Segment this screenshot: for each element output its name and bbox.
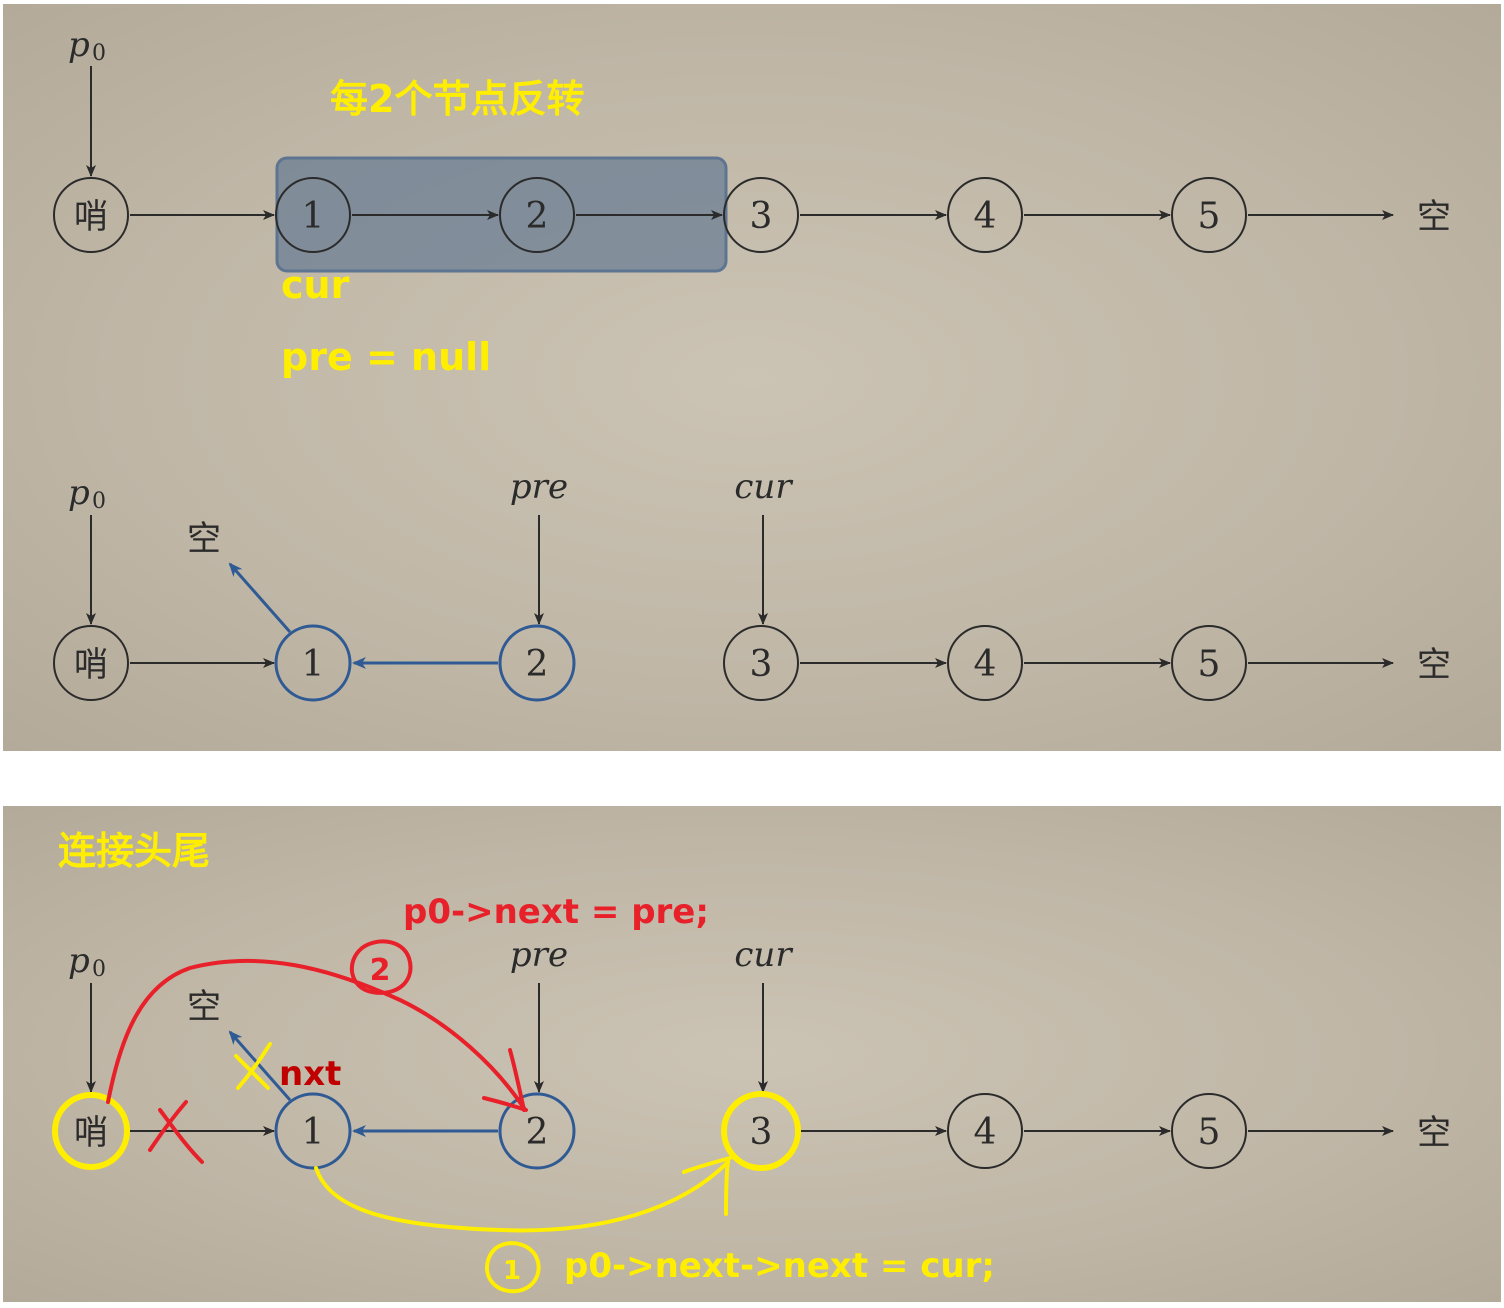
node-sentinel-top: 哨: [53, 177, 129, 253]
pre-pointer-mid: pre: [510, 467, 568, 625]
svg-text:pre: pre: [510, 935, 568, 975]
svg-text:1: 1: [302, 1112, 325, 1153]
label-pre-null: pre = null: [281, 335, 491, 379]
svg-text:1: 1: [302, 644, 325, 685]
node-3-top: 3: [723, 177, 799, 253]
red-curve-step2: [106, 958, 528, 1112]
p0-pointer-top: p 0: [68, 25, 106, 177]
yellow-highlight-sentinel: [52, 1092, 130, 1170]
svg-text:1: 1: [302, 196, 325, 237]
node-4-bottom: 4: [947, 1093, 1023, 1169]
node-4-mid: 4: [947, 625, 1023, 701]
yellow-highlight-node-3: [721, 1091, 801, 1171]
arrow-1-to-null-mid: [228, 562, 292, 633]
svg-text:4: 4: [974, 196, 997, 237]
title-connect-head-tail: 连接头尾: [58, 829, 210, 873]
yellow-cross-mark: [234, 1042, 272, 1090]
step2-code: p0->next = pre;: [403, 892, 709, 932]
node-1-bottom: 1: [274, 1092, 352, 1170]
svg-text:2: 2: [526, 644, 549, 685]
node-sentinel-mid: 哨: [53, 625, 129, 701]
step1-code: p0->next->next = cur;: [564, 1246, 995, 1286]
svg-text:0: 0: [92, 489, 106, 514]
svg-text:3: 3: [750, 196, 773, 237]
label-cur-top: cur: [281, 263, 350, 307]
svg-text:1: 1: [503, 1256, 521, 1286]
svg-text:5: 5: [1198, 644, 1221, 685]
node-5-mid: 5: [1171, 625, 1247, 701]
node-2-top: 2: [499, 177, 575, 253]
cur-pointer-mid: cur: [734, 467, 793, 625]
node-1-mid: 1: [274, 624, 352, 702]
step1-marker: 1: [485, 1241, 541, 1294]
panel-connect-head-tail: [3, 806, 1501, 1302]
svg-text:4: 4: [974, 644, 997, 685]
p0-subscript: 0: [92, 41, 106, 66]
svg-text:3: 3: [750, 644, 773, 685]
svg-text:cur: cur: [734, 467, 793, 507]
node-2-mid: 2: [498, 624, 576, 702]
null-label-bottom: 空: [1417, 1113, 1451, 1153]
svg-text:2: 2: [370, 953, 391, 988]
node-5-bottom: 5: [1171, 1093, 1247, 1169]
svg-text:pre: pre: [510, 467, 568, 507]
red-cross-mark: [148, 1100, 204, 1164]
yellow-curve-step1: [314, 1156, 732, 1233]
null-label-mid-left: 空: [187, 519, 221, 559]
svg-text:5: 5: [1198, 1112, 1221, 1153]
node-2-bottom: 2: [498, 1092, 576, 1170]
node-3-mid: 3: [723, 625, 799, 701]
svg-text:cur: cur: [734, 935, 793, 975]
svg-text:哨: 哨: [74, 1113, 108, 1153]
title-reverse-pairs: 每2个节点反转: [330, 77, 584, 121]
svg-text:5: 5: [1198, 196, 1221, 237]
svg-text:哨: 哨: [74, 645, 108, 685]
step2-marker: 2: [349, 939, 413, 995]
node-4-top: 4: [947, 177, 1023, 253]
node-1-top: 1: [275, 177, 351, 253]
arrow-1-to-null-bottom: [228, 1030, 292, 1101]
nxt-label: nxt: [279, 1054, 341, 1094]
svg-text:2: 2: [526, 196, 549, 237]
svg-text:3: 3: [750, 1112, 773, 1153]
svg-text:2: 2: [526, 1112, 549, 1153]
null-label-bottom-left: 空: [187, 987, 221, 1027]
svg-text:p: p: [68, 941, 90, 981]
svg-text:p: p: [68, 473, 90, 513]
pre-pointer-bottom: pre: [510, 935, 568, 1093]
p0-pointer-bottom: p 0: [68, 941, 106, 1093]
null-label-top: 空: [1417, 197, 1451, 237]
cur-pointer-bottom: cur: [734, 935, 793, 1093]
node-5-top: 5: [1171, 177, 1247, 253]
svg-text:4: 4: [974, 1112, 997, 1153]
null-label-mid: 空: [1417, 645, 1451, 685]
svg-text:0: 0: [92, 957, 106, 982]
svg-text:哨: 哨: [74, 197, 108, 237]
p0-label: p: [68, 25, 90, 65]
p0-pointer-mid: p 0: [68, 473, 106, 625]
